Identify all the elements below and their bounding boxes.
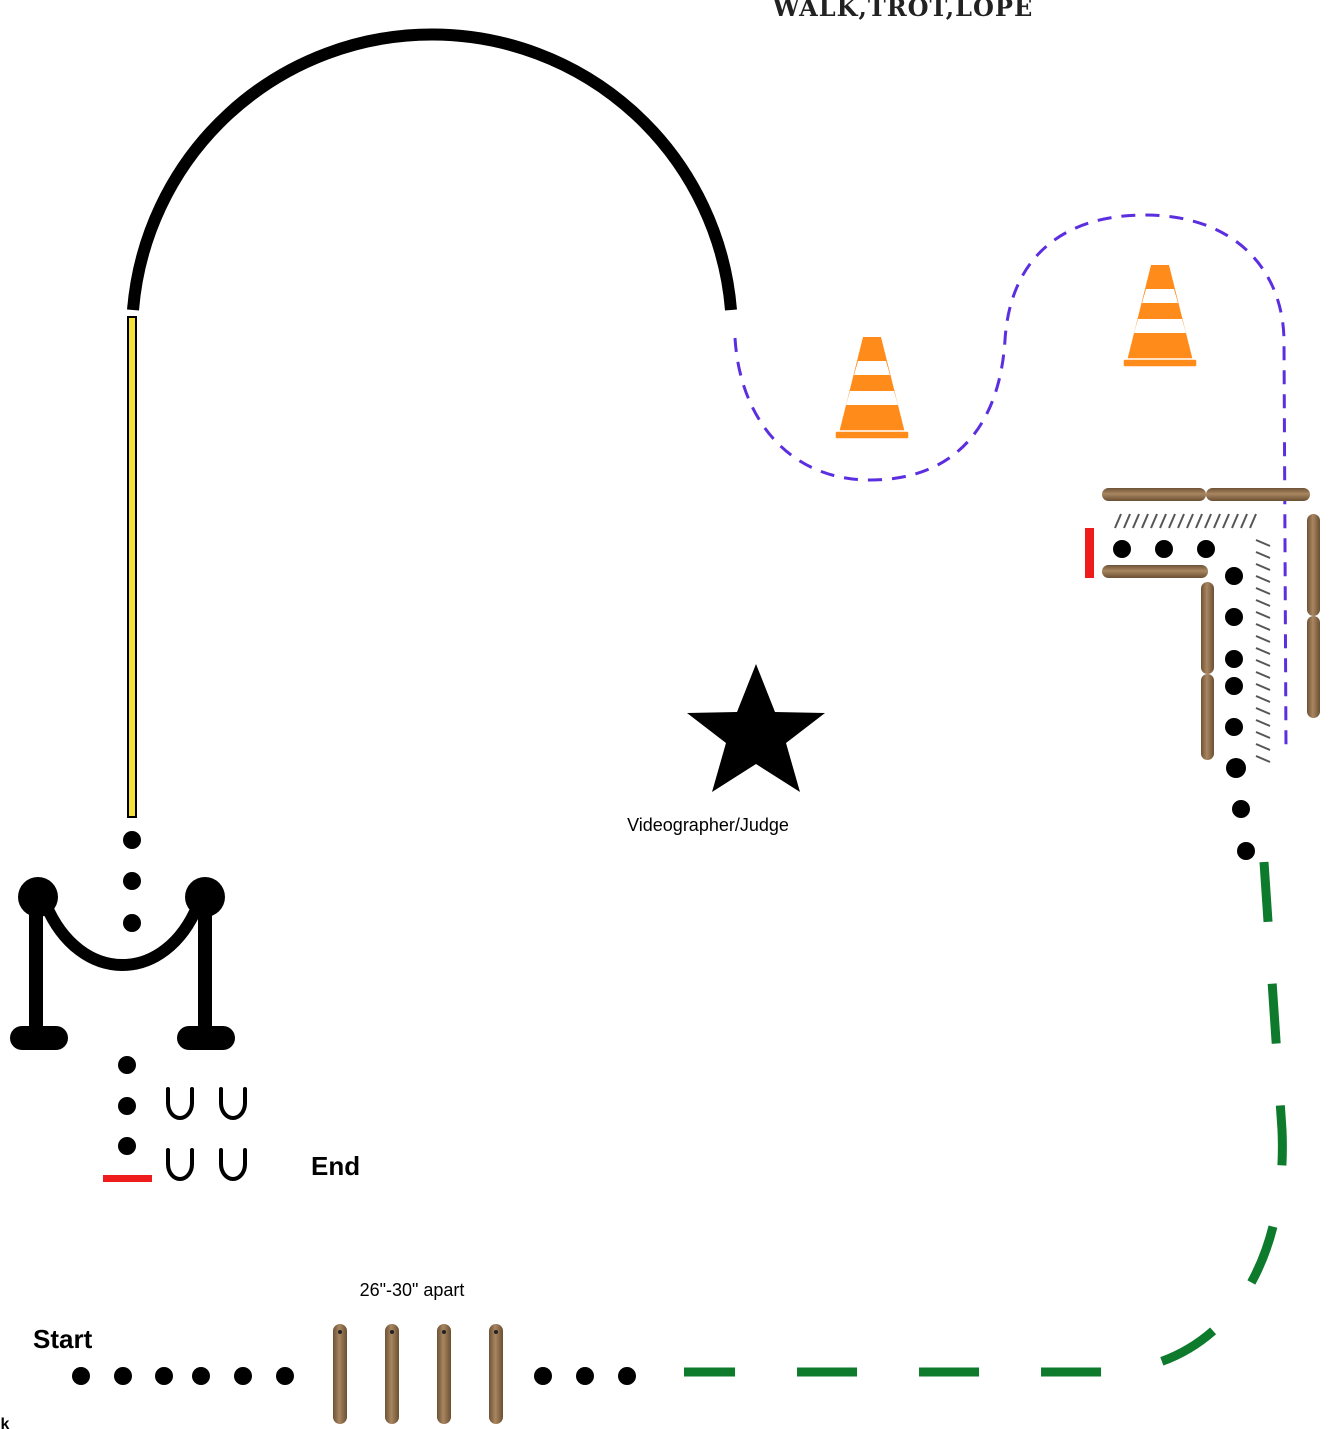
ground-pole-icon [1307,514,1320,616]
cone-icon [835,337,909,439]
end-label: End [311,1151,360,1181]
marker-red [1085,528,1094,578]
rope-gate-icon [10,877,235,1050]
start-label: Start [33,1324,93,1354]
ground-pole-icon [489,1324,503,1424]
horseshoe-icon [221,1089,245,1118]
ground-pole-icon [437,1324,451,1424]
ground-pole-icon [1206,488,1310,501]
ground-pole-icon [1102,488,1206,501]
horseshoe-icon [168,1150,192,1179]
arena-arc [133,34,731,310]
horseshoe-icon [168,1089,192,1118]
ground-pole-icon [1201,674,1214,760]
corner-text-fragment: lk [0,1416,9,1429]
horseshoe-icon [221,1150,245,1179]
ground-pole-icon [1307,616,1320,718]
pole-spacing-label: 26"-30" apart [360,1280,465,1300]
ground-pole-icon [1102,565,1208,578]
ground-pole-icon [333,1324,347,1424]
cone-icon [1123,265,1197,367]
judge-label: Videographer/Judge [627,815,789,835]
ground-pole-icon [385,1324,399,1424]
ground-pole-icon [1201,582,1214,674]
course-title: WALK,TROT,LOPE [772,0,1034,22]
star-icon [687,664,825,792]
trot-path [684,862,1282,1372]
finish-marker [103,1175,152,1182]
